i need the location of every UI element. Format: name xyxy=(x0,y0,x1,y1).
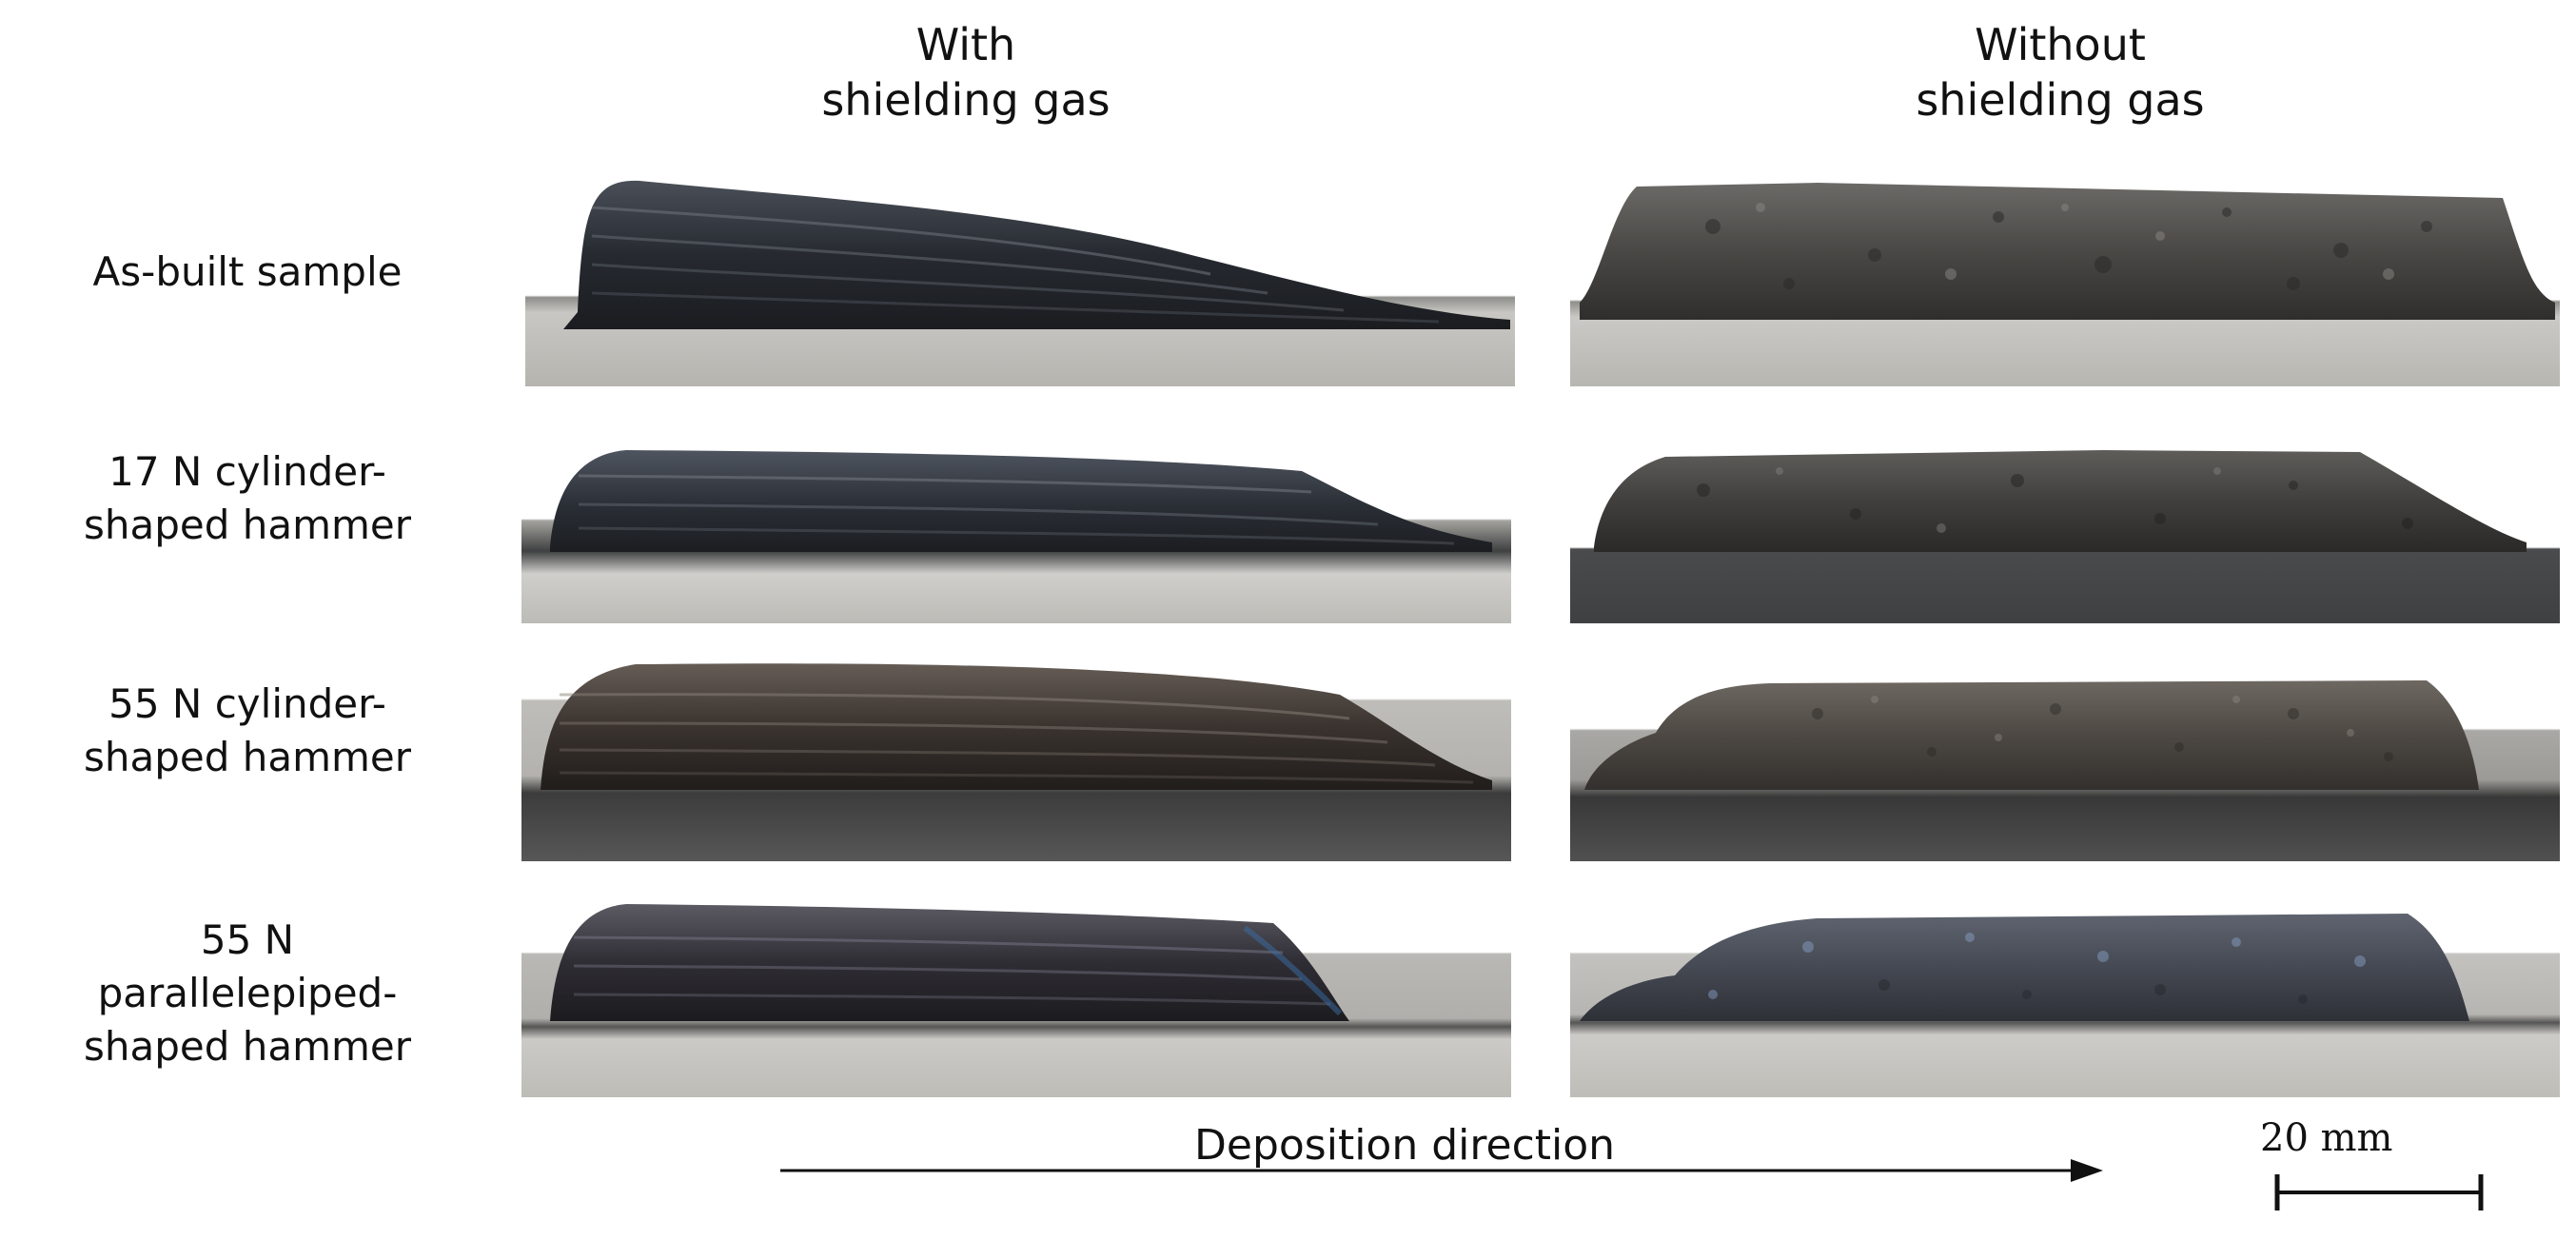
deposition-direction-label: Deposition direction xyxy=(1194,1121,1616,1170)
photo-as-built-with-gas xyxy=(525,169,1515,386)
photo-55n-parallelepiped-without-gas xyxy=(1570,890,2560,1097)
photo-55n-cylinder-with-gas xyxy=(521,647,1511,861)
photo-55n-cylinder-without-gas xyxy=(1570,647,2560,861)
photo-17n-cylinder-without-gas xyxy=(1570,433,2560,623)
photo-55n-parallelepiped-with-gas xyxy=(521,890,1511,1097)
column-header-without-shielding-gas: Without shielding gas xyxy=(1916,19,2205,126)
row-label-as-built: As-built sample xyxy=(92,248,403,295)
photo-17n-cylinder-with-gas xyxy=(521,433,1511,623)
photo-as-built-without-gas xyxy=(1570,169,2560,386)
scale-bar-label: 20 mm xyxy=(2260,1116,2393,1160)
row-label-17n-cylinder: 17 N cylinder- shaped hammer xyxy=(83,448,412,548)
row-label-55n-parallelepiped: 55 N parallelepiped- shaped hammer xyxy=(83,916,412,1070)
deposition-direction-arrow xyxy=(780,1125,2103,1182)
column-header-with-shielding-gas: With shielding gas xyxy=(821,19,1111,126)
scale-bar xyxy=(2274,1169,2484,1216)
row-label-55n-cylinder: 55 N cylinder- shaped hammer xyxy=(83,680,412,780)
